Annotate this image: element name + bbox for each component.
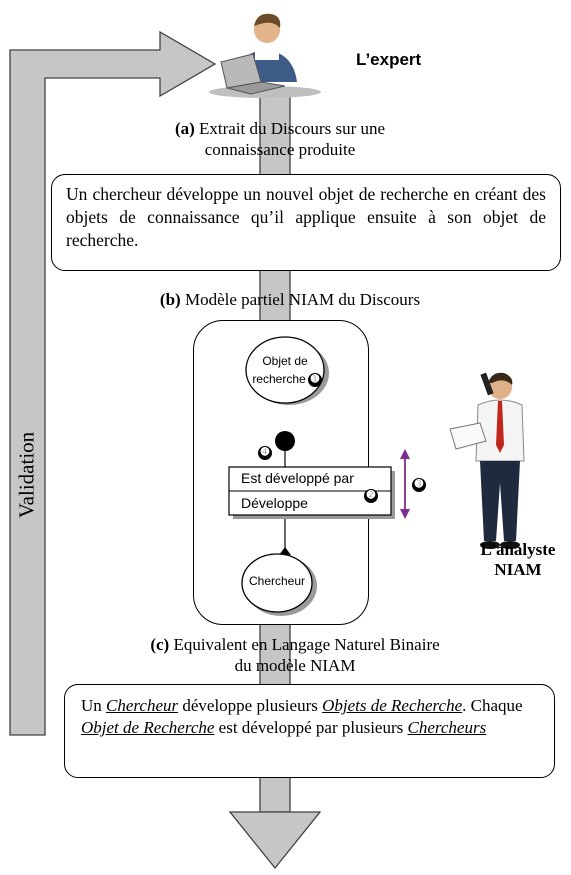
caption-a-text: Extrait du Discours sur une xyxy=(199,119,386,138)
validation-label: Validation xyxy=(14,431,39,519)
discourse-box: Un chercheur développe un nouvel objet d… xyxy=(51,174,561,271)
expert-label: L’expert xyxy=(356,50,422,69)
role-est-developpe-par: Est développé par xyxy=(241,470,354,486)
caption-a-letter: (a) xyxy=(174,119,195,138)
lnbt-objet-recherche: Objet de Recherche xyxy=(81,718,215,737)
marker-1: ➊ xyxy=(308,373,322,387)
role-developpe: Développe xyxy=(241,495,308,511)
role-pointer xyxy=(279,547,291,555)
analyst-label-line2: NIAM xyxy=(494,560,542,579)
expert-illustration xyxy=(209,13,321,98)
caption-b: (b) Modèle partiel NIAM du Discours xyxy=(120,289,460,310)
caption-a: (a) Extrait du Discours sur une connaiss… xyxy=(130,118,430,160)
validation-arrow xyxy=(9,30,217,736)
analyst-label-line1: L’analyste xyxy=(480,540,556,559)
lnbt-box: Un Chercheur développe plusieurs Objets … xyxy=(64,684,555,778)
role-box-rows: Est développé par Développe xyxy=(229,467,391,515)
analyst-label: L’analyste NIAM xyxy=(468,540,568,580)
entity-objet-recherche-label: Objet de recherche xyxy=(252,352,318,388)
lnbt-p4: est développé par plusieurs xyxy=(214,718,408,737)
caption-c-text: Equivalent en Langage Naturel Binaire xyxy=(173,635,440,654)
caption-a-text-2: connaissance produite xyxy=(204,140,356,159)
lnbt-p2: développe plusieurs xyxy=(178,696,323,715)
analyst-illustration xyxy=(449,372,525,549)
caption-c: (c) Equivalent en Langage Naturel Binair… xyxy=(120,634,470,676)
entity-top-line1: Objet de xyxy=(262,354,308,368)
entity-top-line2: recherche xyxy=(252,372,306,386)
marker-2: ➋ xyxy=(364,489,378,503)
entity-objet-recherche xyxy=(245,336,325,404)
lnbt-p1: Un xyxy=(81,696,107,715)
caption-c-letter: (c) xyxy=(150,635,170,654)
uniqueness-dot xyxy=(275,431,295,451)
lnbt-chercheurs: Chercheurs xyxy=(407,718,487,737)
entity-chercheur xyxy=(241,553,313,613)
caption-b-text: Modèle partiel NIAM du Discours xyxy=(184,290,421,309)
caption-b-letter: (b) xyxy=(159,290,181,309)
lnbt-chercheur: Chercheur xyxy=(106,696,179,715)
lnbt-objets-recherche: Objets de Recherche xyxy=(322,696,463,715)
output-arrow-head xyxy=(228,811,322,870)
entity-chercheur-label: Chercheur xyxy=(248,574,306,588)
lnbt-p3: . Chaque xyxy=(462,696,523,715)
discourse-text: Un chercheur développe un nouvel objet d… xyxy=(66,184,546,250)
marker-3: ➌ xyxy=(412,478,426,492)
caption-c-text-2: du modèle NIAM xyxy=(234,656,356,675)
marker-4: ➍ xyxy=(258,446,272,460)
